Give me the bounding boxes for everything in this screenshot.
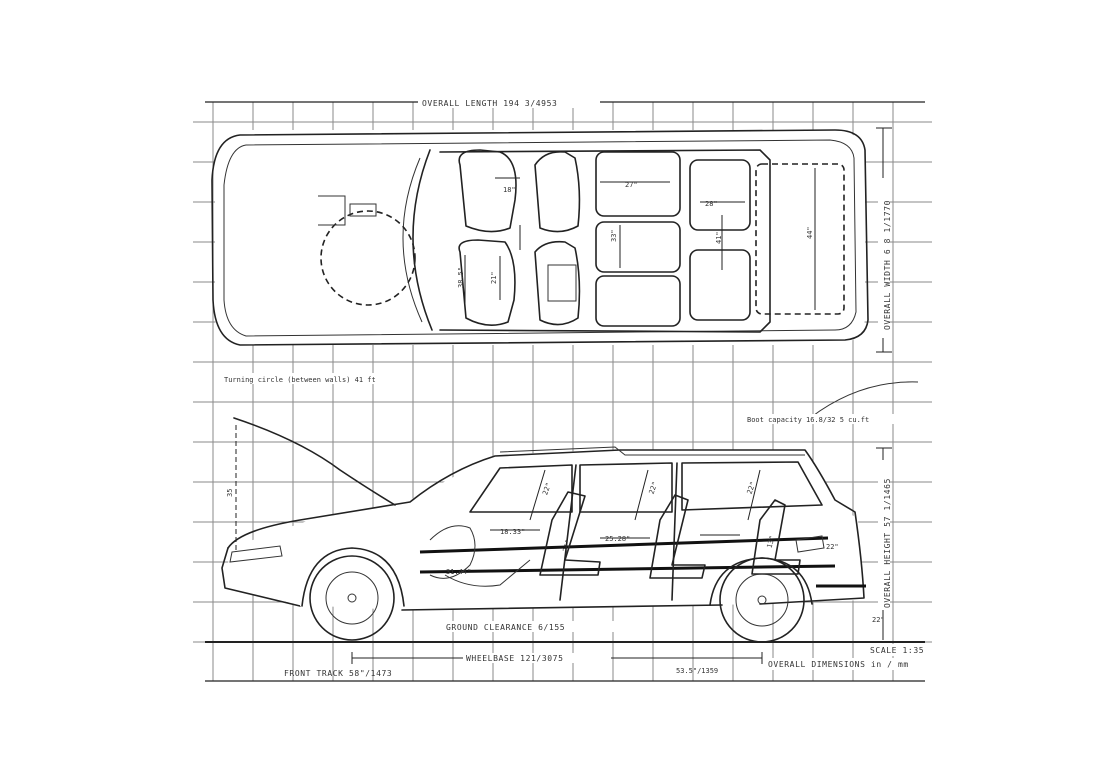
top-dim-3: 28": [705, 200, 718, 208]
side-dim-10: 22": [826, 543, 839, 551]
open-bonnet: [233, 417, 396, 506]
headlight: [229, 545, 283, 563]
top-dim-8: 44": [806, 226, 814, 239]
top-dim-6: 33": [610, 229, 618, 242]
cargo-area: [755, 163, 845, 315]
cabin-outline: [439, 149, 771, 333]
top-dim-2: 27": [625, 181, 638, 189]
body-sill-stripe: [419, 536, 829, 554]
front-seats: [458, 149, 581, 326]
spare-wheel-circle: [320, 210, 416, 306]
side-dim-5: 18.33": [500, 528, 525, 536]
top-dim-4: 38.5": [457, 267, 465, 288]
side-dim-9: 31.44": [446, 568, 471, 576]
top-dim-7: 41": [715, 231, 723, 244]
side-dim-4: 22": [746, 481, 758, 496]
turning-circle-label: Turning circle (between walls) 41 ft: [224, 376, 376, 384]
rear-wheel: [709, 557, 813, 643]
overall-height-label: OVERALL HEIGHT 57 1/1465: [883, 478, 892, 608]
top-body-outline: [211, 129, 869, 346]
side-rear-seat: [649, 494, 706, 579]
overall-width-label: OVERALL WIDTH 6 8 1/1770: [883, 200, 892, 330]
side-dim-7: 25.28": [605, 535, 630, 543]
wheelbase-label: WHEELBASE 121/3075: [466, 654, 564, 663]
ground-clearance-label: GROUND CLEARANCE 6/155: [446, 623, 565, 632]
overall-length-label: OVERALL LENGTH 194 3/4953: [422, 99, 557, 108]
front-window: [469, 464, 573, 513]
side-front-seat: [539, 491, 601, 576]
rear-track-label: 53.5"/1359: [676, 667, 718, 675]
top-view: 18" 27" 28" 38.5" 21" 33" 41" 44": [211, 129, 869, 346]
top-body-inner-line: [223, 139, 857, 337]
boot-capacity-label: Boot capacity 16.8/32 5 cu.ft: [747, 416, 869, 424]
top-dim-1: 18": [503, 186, 516, 194]
front-wheel: [300, 546, 406, 641]
side-dim-3: 22": [648, 481, 660, 496]
scale-label: SCALE 1:35: [870, 646, 924, 655]
side-dim-1: 35: [226, 489, 234, 497]
rear-quarter-window: [681, 461, 823, 511]
front-track-label: FRONT TRACK 58"/1473: [284, 669, 392, 678]
side-dim-11: 22": [872, 616, 885, 624]
side-dim-2: 22": [541, 482, 553, 497]
top-dim-5: 21": [490, 271, 498, 284]
side-view: 35 22" 22" 22" 18.33" 21" 25.28" 13" 31.…: [221, 417, 885, 643]
side-dim-8: 13": [766, 535, 777, 549]
side-dim-6: 21": [562, 539, 573, 553]
windscreen-line: [412, 149, 433, 331]
rear-seats: [595, 151, 751, 327]
dimensions-note: OVERALL DIMENSIONS in / mm: [768, 660, 909, 669]
battery-box: [349, 203, 377, 217]
side-body-outline: [227, 449, 865, 605]
tail-light: [795, 535, 825, 553]
rear-door-window: [579, 462, 673, 513]
